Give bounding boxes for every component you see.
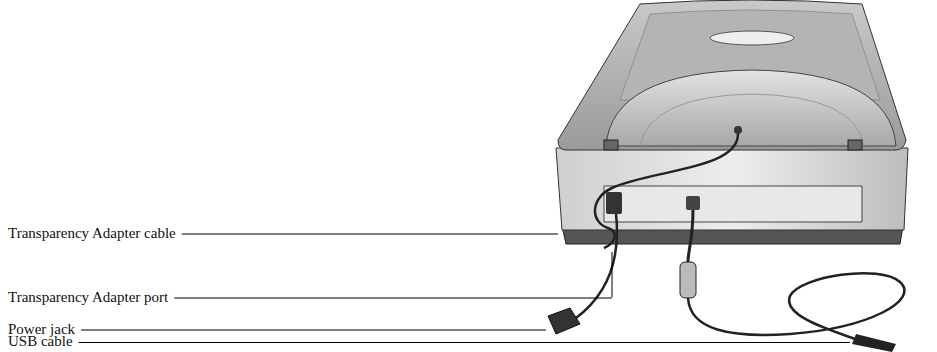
part-label: Transparency Adapter port (8, 289, 168, 306)
hinge (604, 140, 618, 150)
usb-plug (852, 334, 896, 352)
part-label: USB cable (8, 333, 73, 350)
usb-port (686, 196, 700, 210)
connector-panel (604, 186, 862, 222)
scanner-lid (558, 0, 906, 150)
adapter-socket (734, 126, 742, 134)
leader-line (174, 298, 612, 299)
hinge (848, 140, 862, 150)
usb-cable (688, 210, 693, 262)
leader-line (81, 330, 546, 331)
dome-ridge (640, 94, 864, 146)
leader-line (182, 234, 558, 235)
adapter-dome (606, 70, 896, 146)
leader-line (79, 342, 850, 343)
usb-cable (688, 273, 904, 340)
adapter-port (606, 192, 622, 214)
logo-badge (710, 31, 794, 45)
part-label: Transparency Adapter cable (8, 225, 176, 242)
leader-line (612, 252, 613, 297)
ferrite-core (680, 262, 696, 298)
power-cable (576, 214, 617, 318)
power-jack (548, 308, 580, 334)
